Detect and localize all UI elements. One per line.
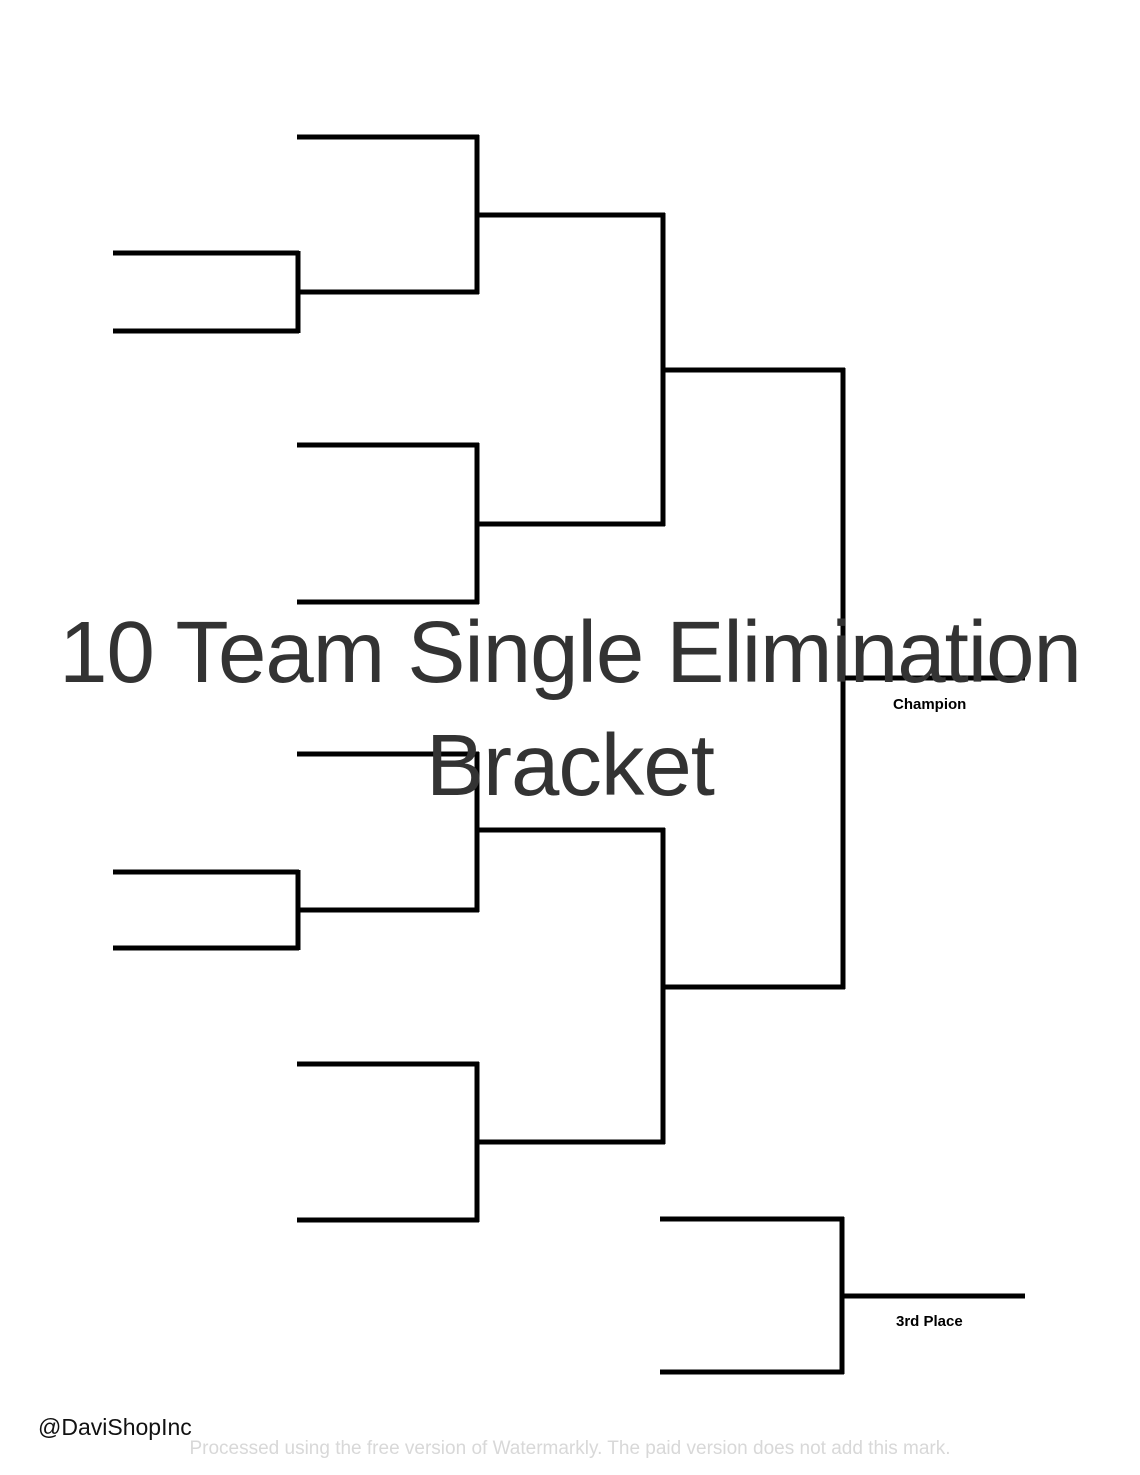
champion-label: Champion — [893, 696, 967, 713]
processed-watermark-notice: Processed using the free version of Wate… — [189, 1438, 951, 1459]
third-place-label: 3rd Place — [896, 1313, 963, 1330]
handle-watermark: @DaviShopInc — [38, 1414, 192, 1440]
